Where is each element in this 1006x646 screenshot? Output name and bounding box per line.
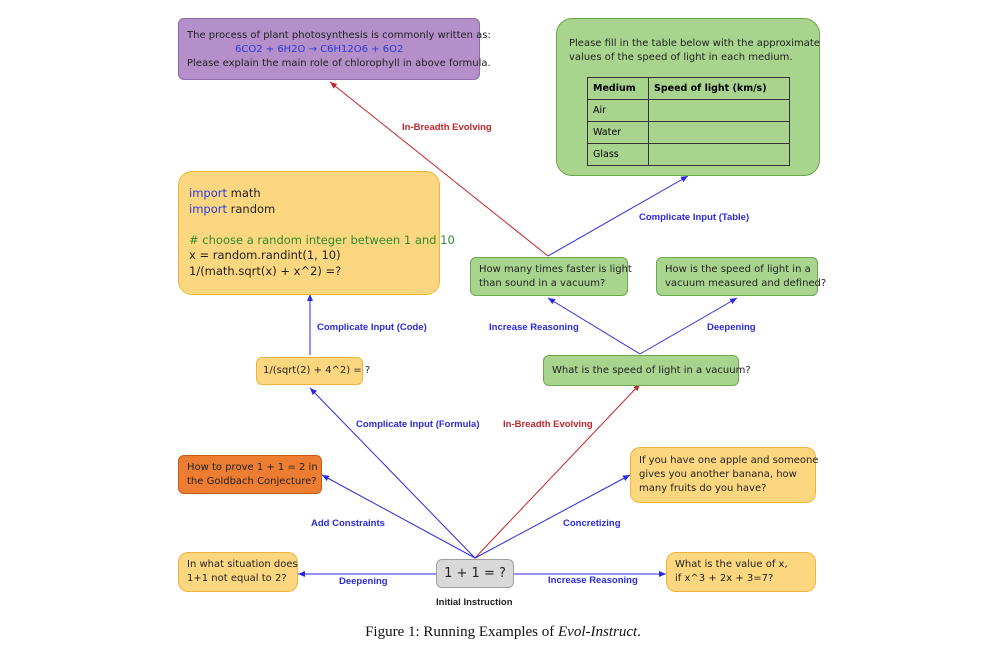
arrow-increase-reasoning-mid: [547, 297, 641, 355]
table-cell-medium: Glass: [587, 143, 649, 166]
edge-label-breadth-bottom: In-Breadth Evolving: [503, 419, 593, 430]
figure-caption: Figure 1: Running Examples of Evol-Instr…: [0, 624, 1006, 641]
edge-label-complicate-code: Complicate Input (Code): [317, 322, 427, 333]
table-cell-medium: Air: [587, 99, 649, 122]
caption-title: Evol-Instruct: [558, 624, 638, 640]
arrow-deepening-mid: [639, 297, 738, 355]
increase-reasoning-x-node: What is the value of x, if x^3 + 2x + 3=…: [666, 552, 816, 592]
code-import-random: import random: [189, 202, 429, 218]
add-constraints-node-line-2: the Goldbach Conjecture?: [187, 476, 317, 487]
table-header-row: Medium Speed of light (km/s): [587, 77, 790, 100]
code-import-keyword-2: import: [189, 201, 227, 216]
code-import-keyword-1: import: [189, 186, 227, 200]
apple-line-3: many fruits do you have?: [639, 483, 767, 494]
measured-line-2: vacuum measured and defined?: [665, 278, 827, 289]
arrow-breadth-top: [329, 81, 549, 257]
table-header-speed: Speed of light (km/s): [648, 77, 790, 100]
speed-of-light-table: Medium Speed of light (km/s) Air Water G…: [587, 77, 790, 166]
table-header-medium: Medium: [587, 77, 649, 100]
code-expression: 1/(math.sqrt(x) + x^2) =?: [189, 263, 342, 278]
value-x-line-1: What is the value of x,: [675, 559, 788, 570]
in-breadth-speed-node: What is the speed of light in a vacuum?: [543, 355, 751, 386]
table-cell-speed: [648, 143, 790, 166]
edge-label-concretizing: Concretizing: [563, 518, 621, 529]
arrow-complicate-formula: [309, 387, 476, 559]
code-import-math: import math: [189, 186, 429, 202]
code-import-module-2: random: [226, 201, 276, 216]
arrow-breadth-bottom: [474, 383, 641, 559]
faster-line-2: than sound in a vacuum?: [479, 278, 606, 289]
caption-suffix: .: [637, 624, 641, 640]
edge-label-complicate-table: Complicate Input (Table): [639, 212, 750, 223]
apple-line-2: gives you another banana, how: [639, 469, 797, 480]
table-prompt-line-1: Please fill in the table below with the …: [569, 38, 820, 49]
table-cell-speed: [648, 99, 790, 122]
table-cell-medium: Water: [587, 121, 649, 144]
code-comment: # choose a random integer between 1 and …: [189, 232, 455, 247]
faster-line-1: How many times faster is light: [479, 264, 632, 275]
caption-prefix: Figure 1: Running Examples of: [365, 624, 558, 640]
table-cell-speed: [648, 121, 790, 144]
photosynthesis-line-3: Please explain the main role of chloroph…: [187, 58, 491, 69]
apple-line-1: If you have one apple and someone: [639, 455, 819, 466]
complicate-formula-text: 1/(sqrt(2) + 4^2) = ?: [263, 365, 371, 376]
table-row: Glass: [587, 143, 790, 166]
initial-instruction-label: Initial Instruction: [436, 597, 513, 608]
edge-label-increase-reasoning-right: Increase Reasoning: [548, 575, 638, 586]
complicate-formula-node: 1/(sqrt(2) + 4^2) = ?: [256, 357, 371, 385]
deepening-measured-node: How is the speed of light in a vacuum me…: [656, 257, 827, 296]
edge-label-increase-reasoning-mid: Increase Reasoning: [489, 322, 579, 333]
increase-reasoning-node: How many times faster is light than soun…: [470, 257, 632, 296]
code-assign-x: x = random.randint(1, 10): [189, 248, 341, 262]
deepening-node-line-1: In what situation does: [187, 559, 298, 570]
edge-label-deepening-left: Deepening: [339, 576, 388, 587]
value-x-line-2: if x^3 + 2x + 3=7?: [675, 573, 774, 584]
deepening-node: In what situation does 1+1 not equal to …: [178, 552, 298, 592]
initial-instruction-text: 1 + 1 = ?: [444, 566, 506, 581]
complicate-code-node: import math import random # choose a ran…: [178, 171, 455, 295]
edge-label-breadth-top: In-Breadth Evolving: [402, 122, 492, 133]
photosynthesis-formula: 6CO2 + 6H2O → C6H12O6 + 6O2: [235, 44, 404, 55]
deepening-node-line-2: 1+1 not equal to 2?: [187, 573, 287, 584]
concretizing-node: If you have one apple and someone gives …: [630, 447, 819, 503]
add-constraints-node: How to prove 1 + 1 = 2 in the Goldbach C…: [178, 455, 322, 494]
edge-label-add-constraints: Add Constraints: [311, 518, 385, 529]
add-constraints-node-line-1: How to prove 1 + 1 = 2 in: [187, 462, 318, 473]
edge-label-complicate-formula: Complicate Input (Formula): [356, 419, 480, 430]
speed-question-text: What is the speed of light in a vacuum?: [552, 365, 751, 376]
code-import-module-1: math: [226, 186, 261, 200]
arrow-complicate-table: [547, 175, 689, 257]
table-prompt-line-2: values of the speed of light in each med…: [569, 52, 793, 63]
arrow-add-constraints: [321, 474, 476, 559]
arrow-concretizing: [474, 474, 631, 559]
code-blank-line: [189, 217, 429, 233]
table-row: Air: [587, 99, 790, 122]
edge-label-deepening-mid: Deepening: [707, 322, 756, 333]
in-breadth-photosynthesis-node: The process of plant photosynthesis is c…: [178, 18, 491, 80]
photosynthesis-line-1: The process of plant photosynthesis is c…: [187, 30, 491, 41]
table-row: Water: [587, 121, 790, 144]
measured-line-1: How is the speed of light in a: [665, 264, 811, 275]
initial-instruction-node: 1 + 1 = ?: [436, 559, 514, 588]
